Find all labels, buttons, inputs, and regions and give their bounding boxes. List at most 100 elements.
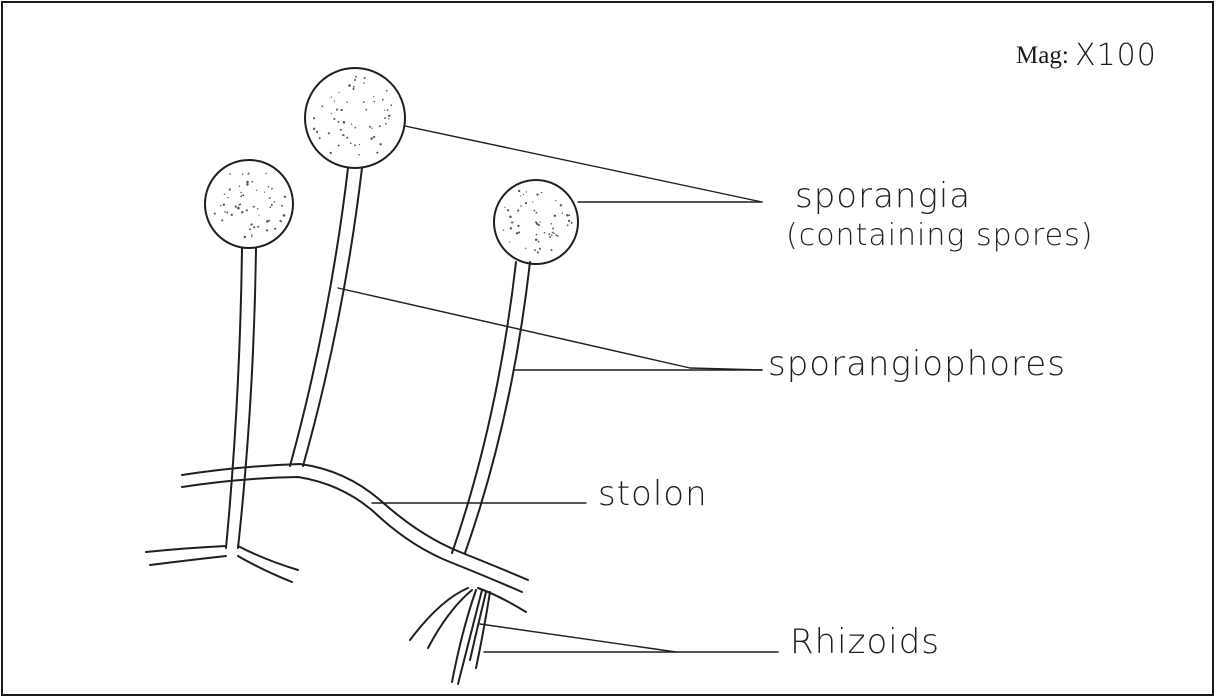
spore-dot [331,97,332,98]
spore-dot [346,137,348,139]
spore-dot [567,224,569,226]
spore-dot [253,206,255,208]
spore-dot [229,173,231,175]
spore-dot [535,238,538,241]
spore-dot [551,249,553,251]
spore-dot [551,235,552,236]
spore-dot [224,193,225,194]
spore-dot [384,110,385,111]
spore-dot [334,100,335,101]
spore-dot [240,195,242,197]
magnification-label: Mag: X100 [1016,38,1157,73]
spore-dot [369,126,371,128]
spore-dot [348,84,351,87]
label-sporangiophores: sporangiophores [768,344,1066,384]
spore-dot [340,129,342,131]
spore-dot [536,234,538,236]
spore-dot [509,241,510,242]
spore-dot [560,204,562,206]
spore-dot [266,229,268,231]
spore-dot [333,118,335,120]
spore-dot [536,193,538,195]
spore-dot [507,209,509,211]
spore-dot [533,210,535,212]
spore-dot [523,194,524,195]
spore-dot [343,121,346,124]
spore-dot [525,202,527,204]
spore-dot [520,205,522,207]
spore-dot [351,124,352,125]
spore-dot [313,128,315,130]
spore-dot [246,183,249,186]
spore-dot [264,191,265,192]
spore-dot [239,204,241,206]
spore-dot [566,214,569,217]
spore-dot [231,214,233,216]
spore-dot [549,236,551,238]
spore-dot [342,134,344,136]
spore-dot [257,208,258,209]
spore-dot [244,236,246,238]
spore-dot [246,181,249,184]
spore-dot [346,101,347,102]
spore-dot [274,201,276,203]
spore-dot [525,248,526,249]
rhizoids [410,588,526,684]
spore-dot [374,101,376,103]
spore-dot [316,131,318,133]
spore-dot [544,232,546,234]
spore-dot [364,77,366,79]
spore-dot [241,211,243,213]
spore-dot [363,82,365,84]
spore-dot [363,101,365,103]
spore-dot [284,196,286,198]
spore-dot [562,213,563,214]
pointer-sporangia-middle [405,126,762,202]
spore-dot [321,105,323,107]
spore-dot [268,186,270,188]
spore-dot [373,136,375,138]
spore-dot [341,109,343,111]
spore-dot [242,194,244,196]
spore-dot [251,181,253,183]
label-sporangia: sporangia [795,176,971,216]
spore-dot [271,204,273,206]
spore-dot [253,226,255,228]
spore-dot [540,221,541,222]
spore-dot [535,221,537,223]
spore-dot [265,173,266,174]
spore-dot [354,144,356,146]
magnification-value: X100 [1075,38,1157,73]
spore-dot [389,115,390,116]
spore-dot [229,188,231,190]
left-base-hyphae [146,546,298,582]
spore-dot [240,192,242,194]
spore-dot [266,220,269,223]
spore-dot [569,214,571,216]
spore-dot [379,125,381,127]
spore-dot [382,99,384,101]
spore-dot [270,206,272,208]
spore-dot [388,118,389,119]
spore-dot [274,228,276,230]
spore-dot [269,197,271,199]
spore-dot [221,219,223,221]
spore-dot [516,232,518,234]
spore-dot [242,174,244,176]
pointer-lines [338,126,778,652]
spore-dot [248,173,250,175]
spore-dot [385,123,387,125]
spore-dot [503,230,504,231]
spore-dot [555,200,556,201]
spore-dot [227,197,228,198]
spore-dot [355,127,357,129]
spore-dot [239,185,240,186]
spore-dot [246,209,248,211]
spore-dot [237,207,240,210]
spore-dot [338,92,339,93]
spore-dot [283,214,286,217]
spore-dot [518,190,520,192]
spore-dot [358,154,360,156]
spore-dot [552,227,554,229]
sporangiophore-left [226,248,256,548]
